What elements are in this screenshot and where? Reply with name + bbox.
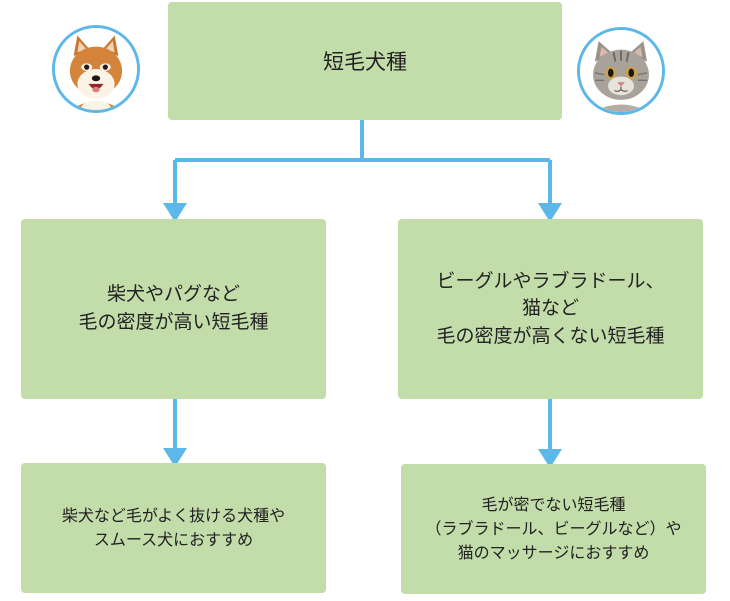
arrowhead-right	[538, 203, 562, 222]
arrowhead-bottom-right	[538, 449, 562, 468]
right-recommendation-label: 毛が密でない短毛種 （ラブラドール、ビーグルなど）や 猫のマッサージにおすすめ	[425, 495, 682, 562]
left-recommendation-label: 柴犬など毛がよく抜ける犬種や スムース犬におすすめ	[61, 506, 286, 549]
left-branch-label: 柴犬やパグなど 毛の密度が高い短毛種	[78, 283, 269, 333]
arrowhead-bottom-left	[163, 448, 187, 467]
root-node: 短毛犬種	[168, 2, 562, 120]
left-branch-node: 柴犬やパグなど 毛の密度が高い短毛種	[21, 219, 326, 399]
right-branch-label: ビーグルやラブラドール、 猫など 毛の密度が高くない短毛種	[436, 269, 665, 347]
left-recommendation-node: 柴犬など毛がよく抜ける犬種や スムース犬におすすめ	[21, 463, 326, 593]
cat-icon	[577, 27, 665, 115]
right-recommendation-node: 毛が密でない短毛種 （ラブラドール、ビーグルなど）や 猫のマッサージにおすすめ	[401, 464, 706, 594]
root-node-label: 短毛犬種	[323, 50, 407, 74]
right-branch-node: ビーグルやラブラドール、 猫など 毛の密度が高くない短毛種	[398, 219, 703, 399]
arrowhead-left	[163, 203, 187, 222]
shiba-dog-icon	[52, 25, 140, 113]
